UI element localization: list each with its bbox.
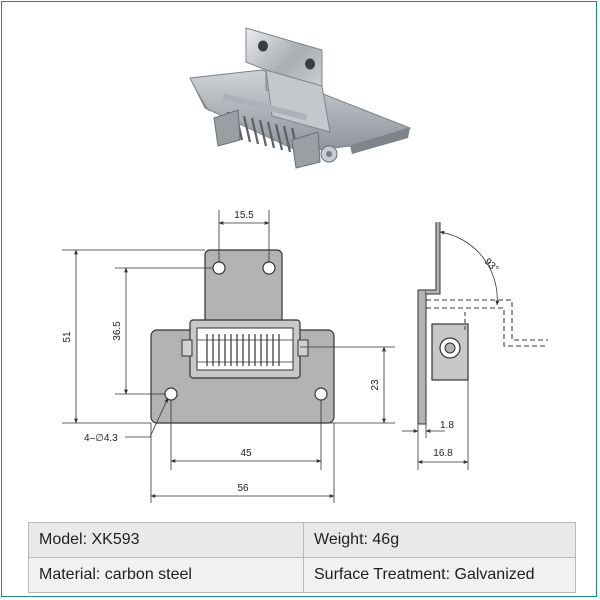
side-view [417, 222, 548, 425]
front-spring [206, 334, 280, 366]
product-photo [189, 27, 412, 169]
spec-row: Model: XK593 Weight: 46g [28, 522, 576, 558]
spec-table: Model: XK593 Weight: 46g Material: carbo… [28, 522, 576, 593]
spec-row: Material: carbon steel Surface Treatment… [28, 557, 576, 593]
dim-depth: 16.8 [433, 448, 453, 459]
spec-weight: Weight: 46g [303, 522, 576, 558]
front-dimensions [62, 210, 395, 503]
dim-hinge-height: 36.5 [112, 321, 123, 341]
dim-hole-offset: 23 [370, 379, 381, 391]
spec-model: Model: XK593 [28, 522, 304, 558]
dim-thickness: 1.8 [440, 420, 454, 431]
spec-material: Material: carbon steel [28, 557, 304, 593]
dim-hole-spacing: 15.5 [234, 210, 254, 221]
dim-total-height: 51 [62, 331, 73, 343]
dim-base-width: 56 [237, 483, 249, 494]
front-view [150, 249, 335, 424]
side-dimensions [402, 230, 500, 470]
spec-surface: Surface Treatment: Galvanized [303, 557, 576, 593]
dim-hole-callout: 4–∅4.3 [84, 433, 118, 444]
dim-hole-pitch: 45 [240, 448, 252, 459]
